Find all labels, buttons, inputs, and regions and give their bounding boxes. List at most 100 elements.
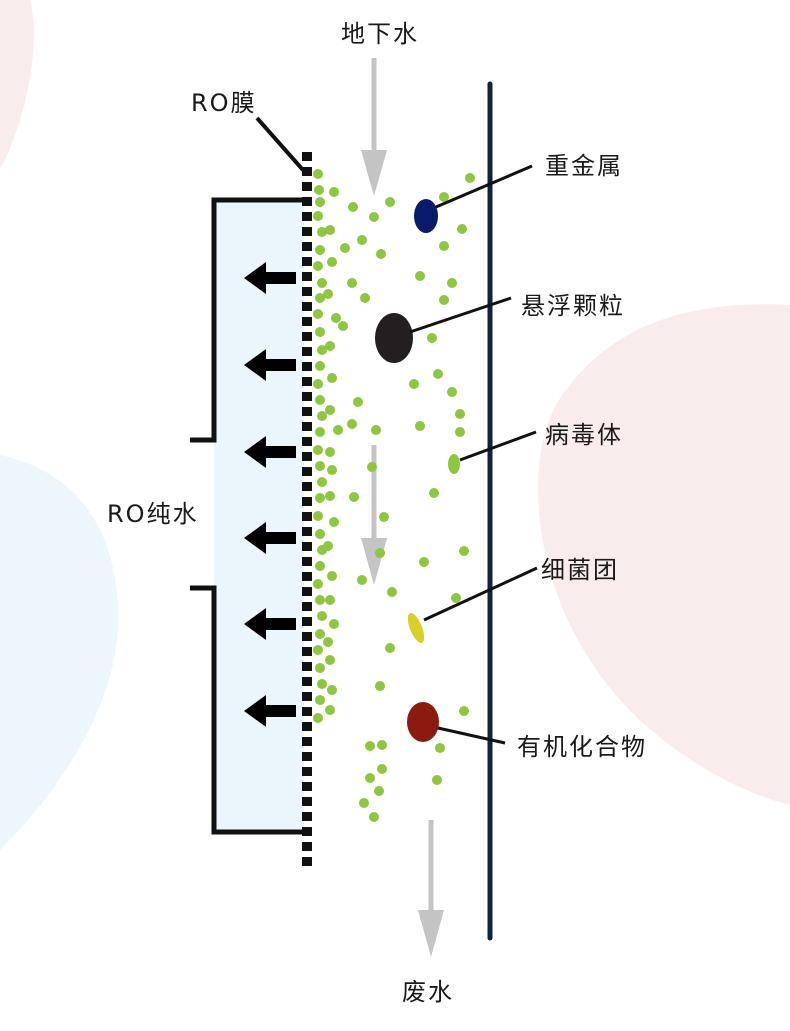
water-particle-dot: [317, 227, 327, 237]
water-particle-dot: [313, 511, 323, 521]
water-particle-dot: [371, 425, 381, 435]
water-particle-dot: [435, 743, 445, 753]
water-particle-dot: [385, 643, 395, 653]
bacteria-pointer: [423, 566, 538, 622]
groundwater-label: 地下水: [341, 20, 419, 48]
water-particle-dot: [347, 278, 357, 288]
water-particle-dot: [323, 541, 333, 551]
water-particle-dot: [459, 706, 469, 716]
water-particle-dot: [376, 249, 386, 259]
ro-membrane-label: RO膜: [191, 89, 257, 117]
water-particle-dot: [429, 488, 439, 498]
water-particle-dot: [315, 595, 325, 605]
suspended-particles-label: 悬浮颗粒: [521, 292, 625, 320]
water-particle-dot: [313, 445, 323, 455]
waste-water-label: 废水: [402, 978, 454, 1006]
water-particle-dot: [313, 579, 323, 589]
water-particle-dot: [314, 185, 324, 195]
water-particle-dot: [315, 245, 325, 255]
water-particle-dot: [325, 447, 335, 457]
outflow-left-arrow-icon: [244, 695, 296, 727]
water-particle-dot: [327, 571, 337, 581]
water-particle-dot: [349, 492, 359, 502]
water-particle-dot: [313, 309, 323, 319]
water-particle-dot: [317, 679, 327, 689]
water-particle-dot: [327, 373, 337, 383]
water-particle-dot: [315, 493, 325, 503]
organic-compound-particle: [407, 702, 439, 742]
water-particle-dot: [327, 685, 337, 695]
pure-water-bracket: [190, 197, 304, 835]
outflow-arrows: [244, 262, 296, 727]
water-particle-dot: [313, 261, 323, 271]
water-particle-dot: [353, 397, 363, 407]
water-particle-dot: [427, 333, 437, 343]
background-blobs: [0, 0, 790, 850]
outflow-left-arrow-icon: [244, 436, 296, 468]
outflow-left-arrow-icon: [244, 522, 296, 554]
bacteria-cluster-label: 细菌团: [541, 556, 619, 584]
water-particle-dot: [451, 593, 461, 603]
water-particle-dot: [323, 637, 333, 647]
flow-arrows: [361, 58, 444, 957]
water-particle-dot: [387, 587, 397, 597]
blob-right: [537, 304, 790, 805]
water-particle-dot: [439, 241, 449, 251]
water-particle-dot: [315, 197, 325, 207]
water-particle-dot: [325, 491, 335, 501]
suspended-particle: [375, 313, 413, 363]
ro-pure-water-label: RO纯水: [107, 500, 199, 528]
water-particle-dot: [315, 461, 325, 471]
water-particle-dot: [317, 611, 327, 621]
water-particle-dot: [459, 546, 469, 556]
heavy-metal-label: 重金属: [545, 152, 623, 180]
water-particle-dot: [375, 548, 385, 558]
water-particle-dot: [447, 387, 457, 397]
water-particle-dot: [369, 812, 379, 822]
water-particle-dot: [338, 321, 348, 331]
blob-left: [0, 455, 119, 850]
water-particles: [313, 169, 475, 822]
water-particle-dot: [447, 278, 457, 288]
water-particle-dot: [329, 517, 339, 527]
water-particle-dot: [385, 197, 395, 207]
water-particle-dot: [329, 187, 339, 197]
outflow-left-arrow-icon: [244, 262, 296, 294]
labels: 地下水 RO膜 重金属 悬浮颗粒 病毒体 细菌团 有机化合物 RO纯水 废水: [107, 20, 645, 1006]
water-particle-dot: [313, 713, 323, 723]
organic-compound-pointer: [437, 726, 506, 745]
water-particle-dot: [340, 243, 350, 253]
water-particle-dot: [315, 293, 325, 303]
water-particle-dot: [375, 681, 385, 691]
water-particle-dot: [357, 575, 367, 585]
water-particle-dot: [433, 369, 443, 379]
flow-down-arrow-icon: [361, 58, 387, 196]
water-particle-dot: [315, 663, 325, 673]
water-particle-dot: [455, 409, 465, 419]
water-particle-dot: [379, 512, 389, 522]
water-particle-dot: [315, 629, 325, 639]
water-particle-dot: [415, 271, 425, 281]
water-particle-dot: [327, 465, 337, 475]
water-particle-dot: [367, 462, 377, 472]
water-particle-dot: [439, 192, 449, 202]
water-particle-dot: [315, 327, 325, 337]
water-particle-dot: [313, 379, 323, 389]
water-particle-dot: [327, 257, 337, 267]
virus-label: 病毒体: [545, 421, 623, 449]
water-particle-dot: [323, 289, 333, 299]
water-particle-dot: [465, 173, 475, 183]
water-particle-dot: [333, 425, 343, 435]
water-particle-dot: [315, 361, 325, 371]
virus-particle: [448, 454, 460, 474]
water-particle-dot: [325, 341, 335, 351]
water-particle-dot: [348, 202, 358, 212]
outflow-left-arrow-icon: [244, 349, 296, 381]
water-particle-dot: [365, 773, 375, 783]
water-particle-dot: [315, 427, 325, 437]
water-particle-dot: [325, 705, 335, 715]
water-particle-dot: [347, 419, 357, 429]
contaminants: [375, 164, 538, 745]
water-particle-dot: [317, 477, 327, 487]
